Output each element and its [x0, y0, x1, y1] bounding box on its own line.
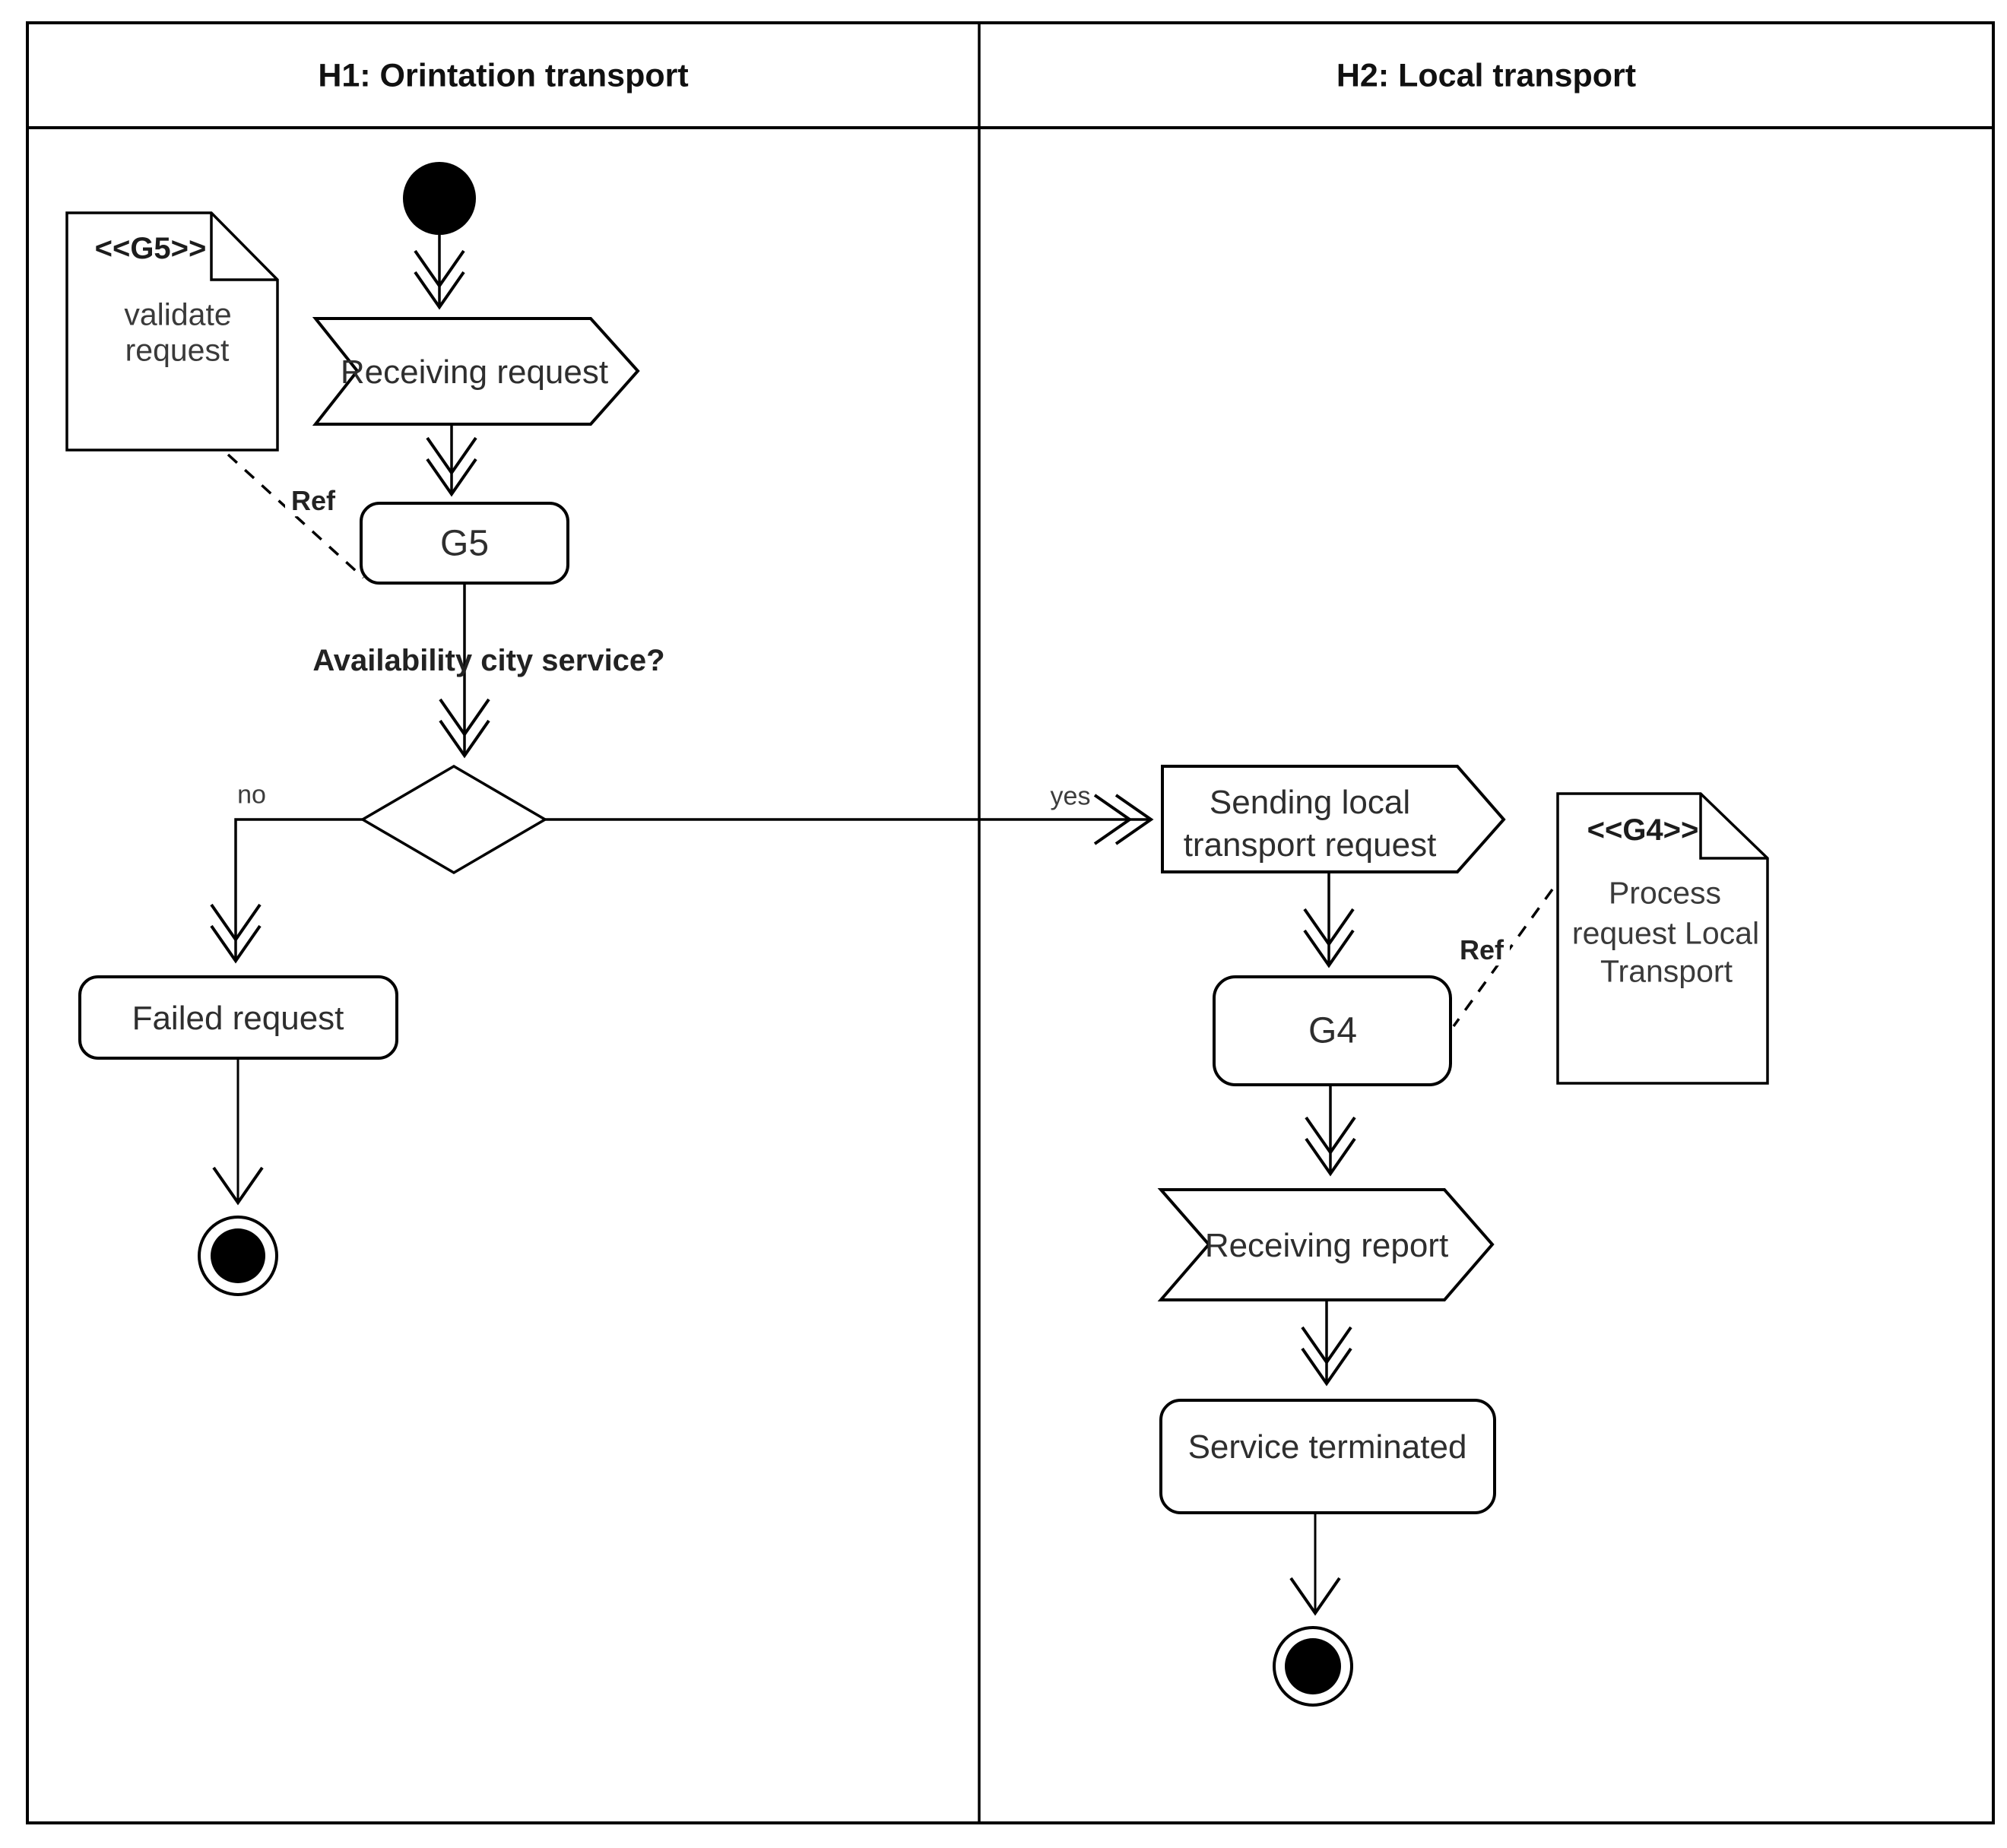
receiving-report-signal-shape [1157, 1188, 1495, 1301]
receiving-request-signal-shape [312, 317, 640, 426]
note-g5-line1: validate [124, 296, 232, 332]
branch-no-label: no [237, 780, 266, 810]
send-signal-label-line1: Sending local [1209, 783, 1411, 821]
g4-activity-label: G4 [1308, 1010, 1358, 1051]
decision-diamond [360, 764, 548, 875]
note-g4-shape [1556, 792, 1769, 1085]
g5-activity-label: G5 [439, 523, 490, 564]
ref-dashed-link-g4 [1452, 888, 1554, 1028]
service-terminated-label: Service terminated [1187, 1428, 1467, 1466]
initial-node [403, 162, 476, 235]
final-node-h1-outer [198, 1216, 278, 1296]
sending-local-transport-signal-shape [1161, 765, 1506, 873]
lane-title-h1: H1: Orintation transport [318, 57, 689, 94]
note-g4-line2: request Local [1571, 915, 1760, 951]
g4-activity-shape [1213, 975, 1452, 1086]
note-g5-stereotype: <<G5>> [94, 232, 207, 265]
guard-question-label: Availability city service? [312, 644, 665, 677]
send-signal-label-line2: transport request [1183, 826, 1437, 864]
note-g5-fold [210, 213, 277, 281]
receiving-report-label: Receiving report [1204, 1226, 1449, 1264]
branch-yes-label: yes [1050, 781, 1091, 811]
ref-dashed-link-g5 [227, 453, 365, 579]
note-g4-line3: Transport [1600, 953, 1733, 989]
final-node-h2-outer [1273, 1626, 1353, 1707]
service-terminated-shape [1159, 1399, 1496, 1514]
ref-label-g4: Ref [1453, 935, 1511, 965]
swimlane-outer-border [26, 21, 1995, 1824]
note-g5-shape [65, 211, 279, 452]
note-g4-line1: Process [1608, 875, 1722, 911]
ref-label-g5: Ref [284, 486, 342, 516]
note-g4-fold [1699, 794, 1768, 860]
final-node-h2-inner [1285, 1638, 1341, 1694]
receiving-request-label: Receiving request [340, 353, 609, 391]
final-node-h1-inner [211, 1228, 265, 1283]
note-g4-stereotype: <<G4>> [1587, 813, 1699, 847]
note-g5-line2: request [125, 332, 230, 368]
lane-title-h2: H2: Local transport [1336, 57, 1637, 94]
failed-request-label: Failed request [132, 999, 344, 1037]
edge-decision-no-to-failed-request [210, 818, 363, 964]
